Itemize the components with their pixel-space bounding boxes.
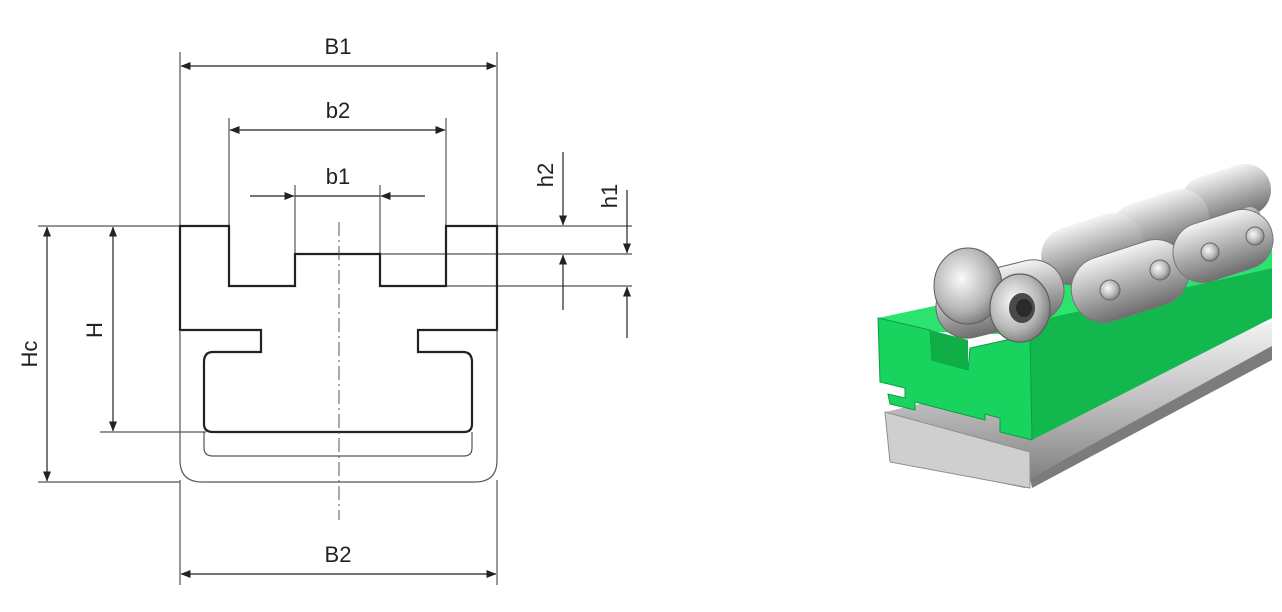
chain-pin [1245,226,1265,246]
chain-pin [1149,259,1171,281]
cross-section-drawing: B1 b2 b1 h2 h1 H Hc B2 [17,34,632,585]
label-h1: h1 [597,184,622,208]
label-h2: h2 [533,163,558,187]
label-B2: B2 [325,542,352,567]
chain-front-roller [933,247,1065,343]
chain-guide-rail-photo [877,163,1274,489]
chain-pin [1099,279,1121,301]
label-Hc: Hc [17,341,42,368]
label-b1: b1 [326,164,350,189]
roller-chain [933,163,1274,343]
extension-lines [38,52,632,585]
chain-pin [1200,242,1220,262]
label-b2: b2 [326,98,350,123]
label-H: H [82,322,107,338]
label-B1: B1 [325,34,352,59]
steel-channel-inner [203,432,473,457]
